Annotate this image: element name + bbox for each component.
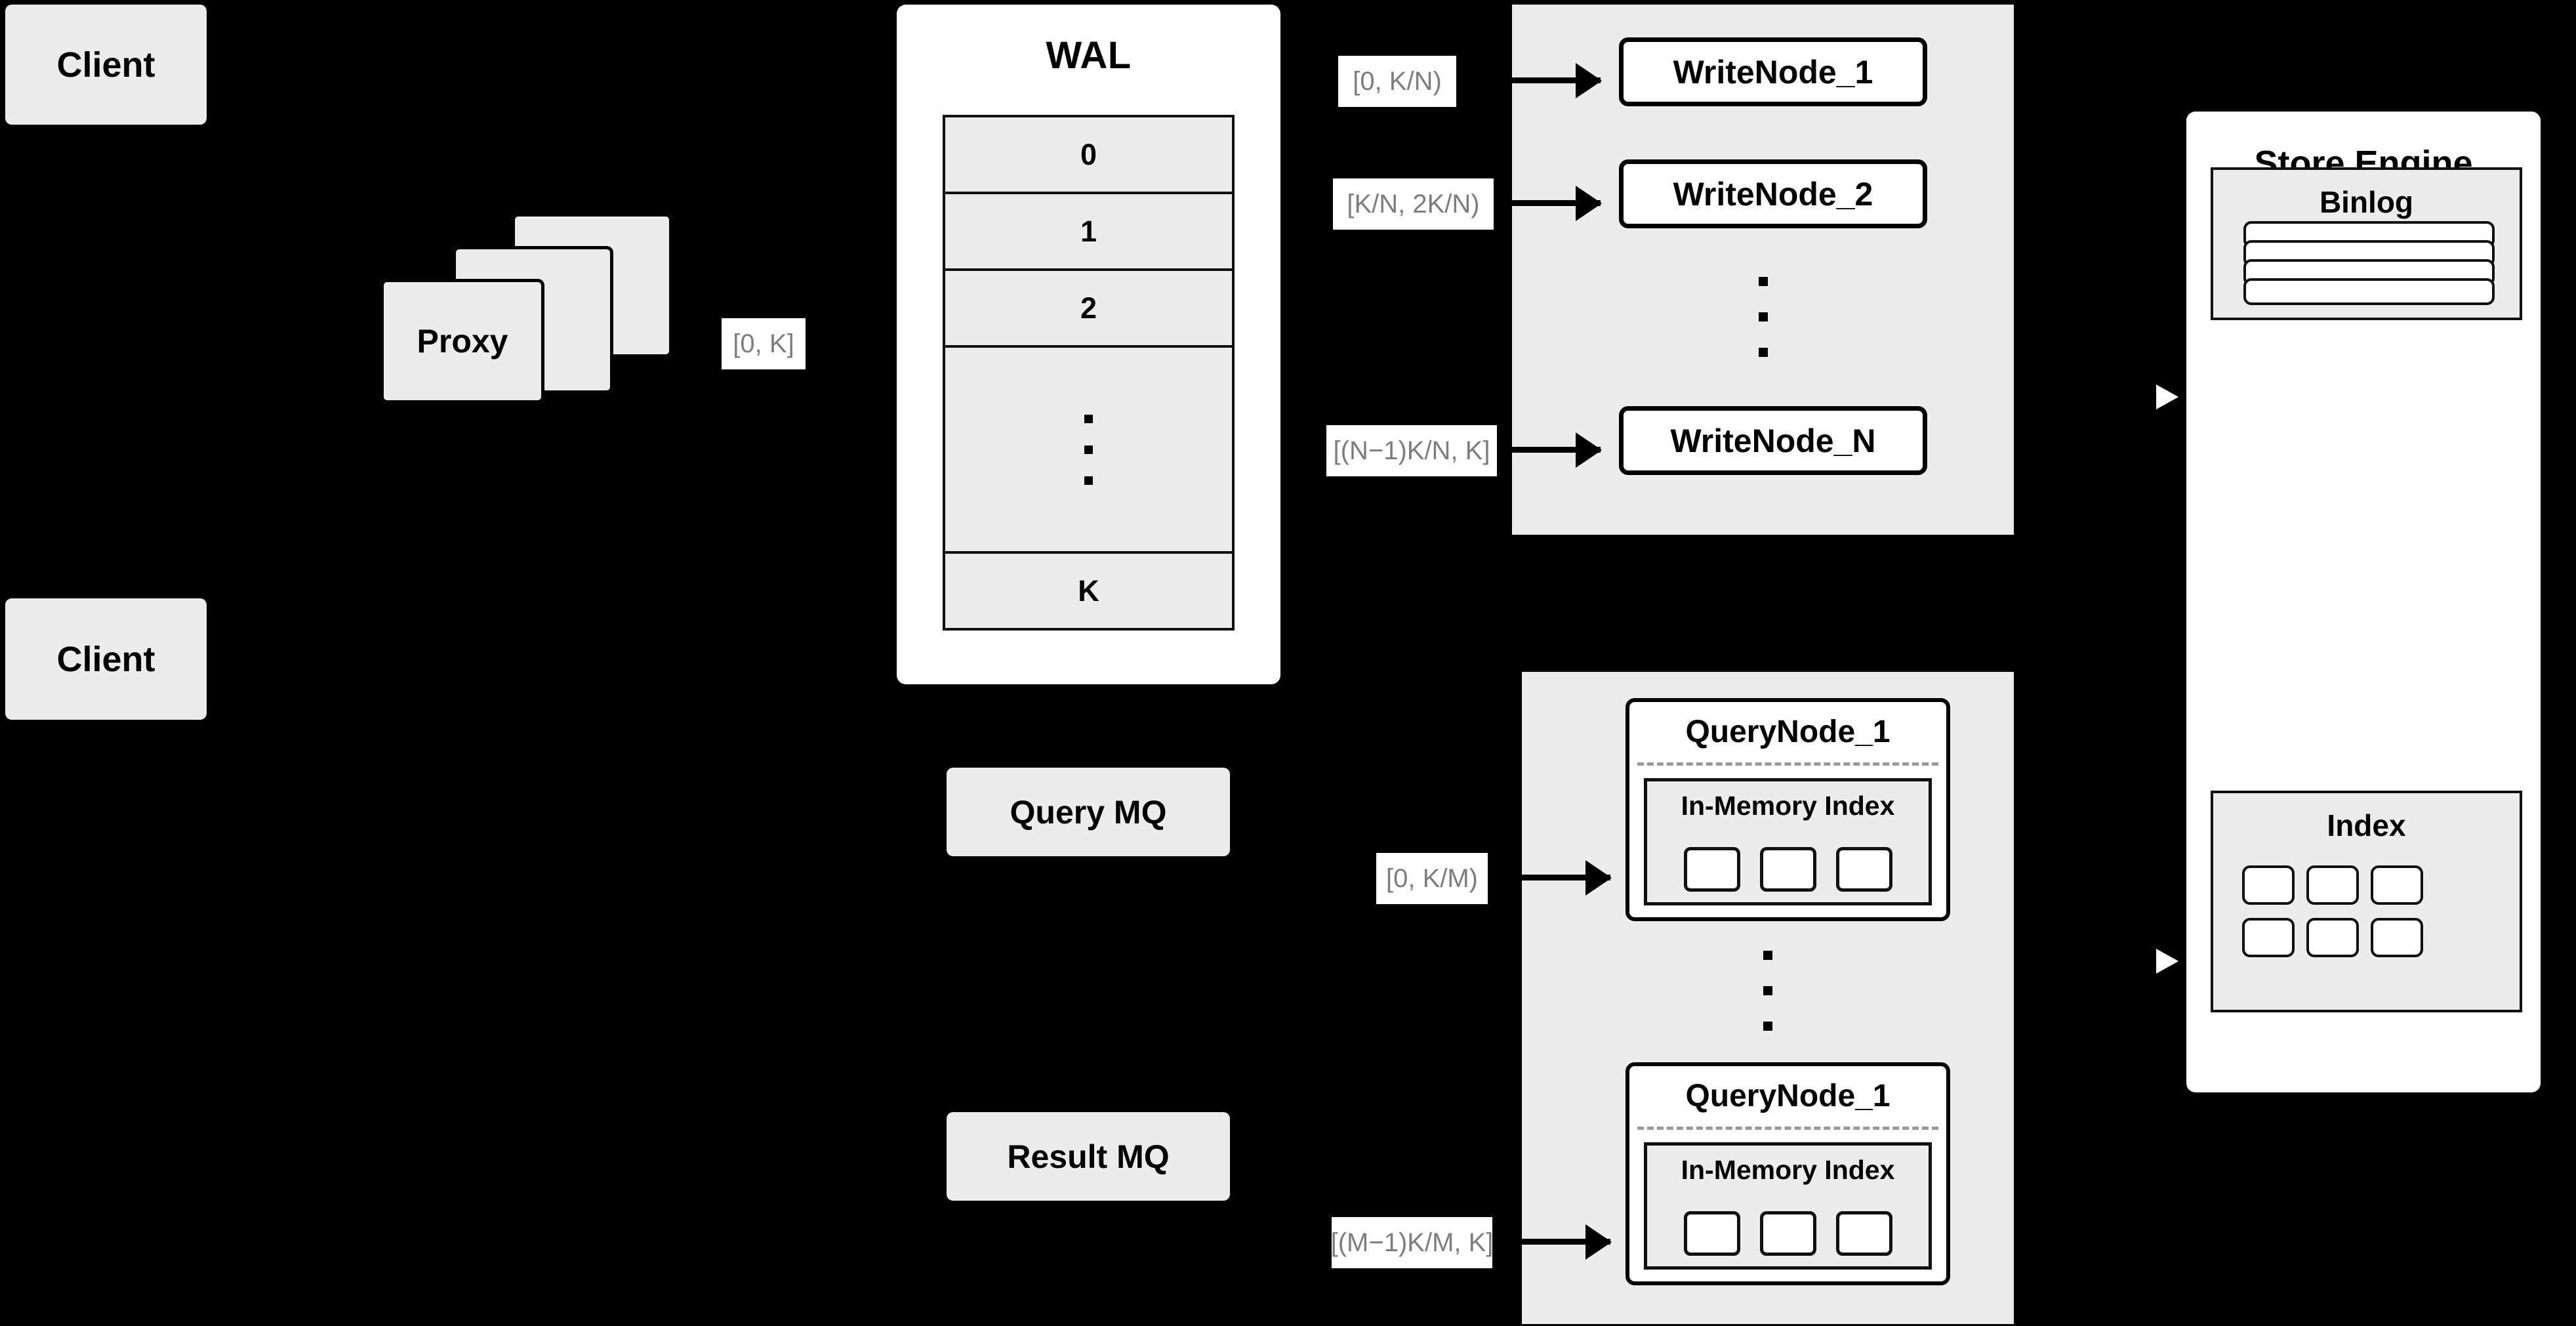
ellipsis-dot (1758, 277, 1768, 286)
wal-panel: WAL 0 1 2 K (897, 5, 1280, 684)
index-cell (1759, 847, 1816, 892)
ellipsis-dot (1758, 348, 1768, 357)
query-node-ellipsis (1522, 951, 2014, 1031)
index-cell (1759, 1211, 1816, 1256)
query-range-badge-m: [(M−1)K/M, K] (1330, 1217, 1494, 1268)
in-memory-index-title: In-Memory Index (1681, 1155, 1895, 1185)
arrow-head-open (2155, 380, 2185, 414)
index-cell (1683, 847, 1740, 892)
ellipsis-dot (1763, 986, 1772, 995)
wal-row: 0 (945, 117, 1232, 194)
wal-row: 2 (945, 271, 1232, 348)
write-node-1[interactable]: WriteNode_1 (1619, 37, 1927, 106)
proxy-layer-front[interactable]: Proxy (380, 279, 544, 404)
client-box-1[interactable]: Client (5, 5, 207, 125)
proxy-range-badge: [0, K] (722, 318, 806, 369)
ellipsis-dot (1763, 951, 1772, 960)
index-cell (2306, 918, 2359, 957)
query-node-m[interactable]: QueryNode_1 In-Memory Index (1625, 1062, 1950, 1285)
write-range-label: [(N−1)K/N, K] (1333, 436, 1490, 465)
write-range-label: [0, K/N) (1353, 66, 1442, 96)
result-mq-box[interactable]: Result MQ (947, 1112, 1230, 1201)
query-node-1[interactable]: QueryNode_1 In-Memory Index (1625, 698, 1950, 921)
wal-row-last: K (1078, 573, 1099, 608)
in-memory-index-box: In-Memory Index (1644, 1142, 1932, 1270)
result-mq-label: Result MQ (1007, 1138, 1170, 1175)
client-label: Client (56, 45, 155, 85)
in-memory-index-title: In-Memory Index (1681, 791, 1895, 821)
index-cell (2371, 865, 2423, 905)
index-cell (2306, 865, 2359, 905)
write-range-badge-2: [K/N, 2K/N) (1333, 178, 1494, 230)
index-inflow-arrow (2121, 942, 2193, 981)
index-cell (1835, 1211, 1892, 1256)
ellipsis-dot (1763, 1022, 1772, 1031)
ellipsis-dot (1084, 445, 1093, 454)
write-range-label: [K/N, 2K/N) (1347, 189, 1480, 218)
in-memory-index-cells (1647, 1211, 1929, 1256)
write-node-ellipsis (1512, 277, 2014, 357)
query-range-label: [0, K/M) (1385, 863, 1479, 893)
write-node-2[interactable]: WriteNode_2 (1619, 159, 1927, 228)
query-node-group: QueryNode_1 In-Memory Index QueryNode_1 … (1522, 672, 2014, 1324)
index-cell (2242, 918, 2295, 957)
wal-table: 0 1 2 K (943, 115, 1235, 631)
client-box-2[interactable]: Client (5, 598, 207, 720)
client-label: Client (56, 639, 155, 679)
write-node-n[interactable]: WriteNode_N (1619, 406, 1927, 475)
wal-row: 1 (945, 194, 1232, 271)
query-range-label: [(M−1)K/M, K] (1330, 1228, 1494, 1257)
binlog-row (2243, 278, 2495, 305)
index-cell (2371, 918, 2423, 957)
index-title: Index (2327, 808, 2406, 842)
write-range-badge-n: [(N−1)K/N, K] (1326, 425, 1497, 476)
index-box: Index (2211, 791, 2522, 1012)
in-memory-index-box: In-Memory Index (1644, 778, 1932, 905)
write-arrow-1 (1509, 77, 1601, 83)
binlog-inflow-arrow (2121, 377, 2193, 417)
ellipsis-dot (1758, 312, 1768, 321)
write-node-label: WriteNode_1 (1673, 53, 1873, 91)
binlog-box: Binlog (2211, 167, 2522, 320)
write-range-badge-1: [0, K/N) (1338, 56, 1456, 107)
store-engine-panel-body: Store Engine Binlog Index (2186, 112, 2541, 1092)
query-node-label: QueryNode_1 (1685, 715, 1891, 749)
wal-title: WAL (1046, 34, 1132, 77)
index-cell (2242, 865, 2295, 905)
proxy-range-label: [0, K] (733, 329, 794, 358)
ellipsis-dot (1084, 476, 1093, 485)
proxy-label: Proxy (417, 323, 508, 360)
write-node-label: WriteNode_N (1670, 422, 1876, 459)
index-cell (1835, 847, 1892, 892)
query-arrow-1 (1515, 875, 1610, 881)
write-arrow-n (1509, 447, 1601, 453)
query-mq-label: Query MQ (1010, 793, 1167, 831)
binlog-title: Binlog (2319, 185, 2414, 219)
query-node-label: QueryNode_1 (1685, 1079, 1891, 1113)
index-cell (1683, 1211, 1740, 1256)
query-node-separator (1637, 762, 1938, 766)
query-node-separator (1637, 1127, 1938, 1130)
in-memory-index-cells (1647, 847, 1929, 892)
ellipsis-dot (1084, 414, 1093, 423)
query-arrow-m (1515, 1239, 1610, 1245)
write-arrow-2 (1509, 200, 1601, 206)
query-mq-box[interactable]: Query MQ (947, 768, 1230, 856)
proxy-stack[interactable]: Proxy (380, 213, 676, 430)
arrow-head-open (2155, 944, 2185, 978)
wal-ellipsis-row (945, 348, 1232, 554)
write-node-label: WriteNode_2 (1673, 175, 1873, 213)
query-range-badge-1: [0, K/M) (1376, 853, 1488, 904)
